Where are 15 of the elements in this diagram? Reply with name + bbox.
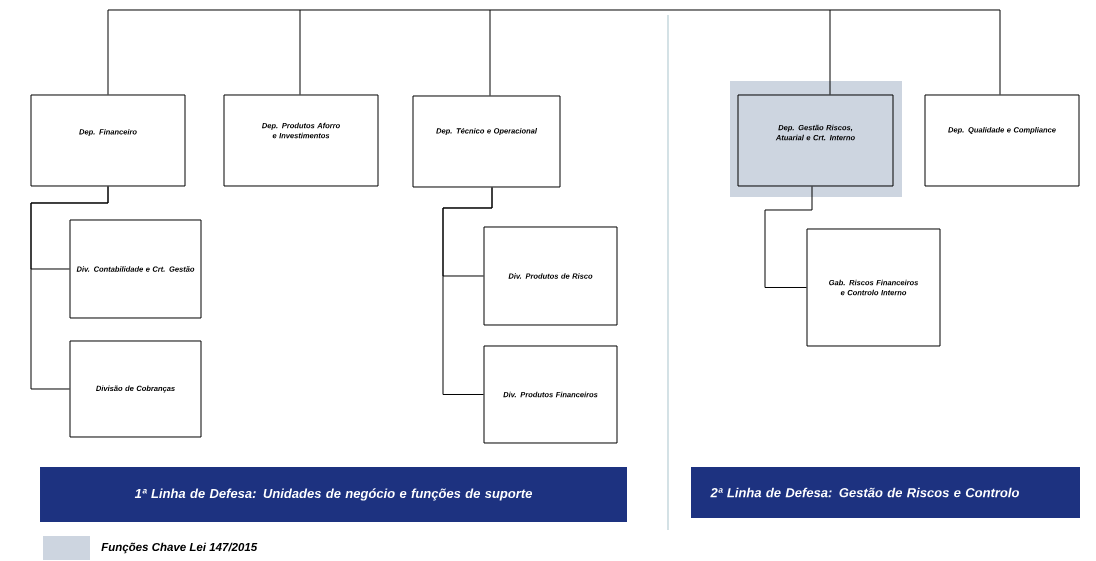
org-box xyxy=(924,94,1080,187)
org-box xyxy=(483,226,618,326)
org-box xyxy=(806,228,941,347)
org-box xyxy=(30,94,186,187)
org-box xyxy=(412,95,561,188)
org-box xyxy=(69,340,202,438)
org-box xyxy=(69,219,202,319)
legend-label: Funções Chave Lei 147/2015 xyxy=(101,542,258,554)
org-box xyxy=(737,94,894,187)
node-label: 1ª Linha de Defesa: Unidades de negócio e funções de suporte xyxy=(134,488,533,501)
section-banner xyxy=(40,467,627,522)
section-banner xyxy=(691,467,1080,518)
node-label: 2ª Linha de Defesa: Gestão de Riscos e Controlo xyxy=(710,487,1019,498)
org-box xyxy=(483,345,618,444)
org-box xyxy=(223,94,379,187)
